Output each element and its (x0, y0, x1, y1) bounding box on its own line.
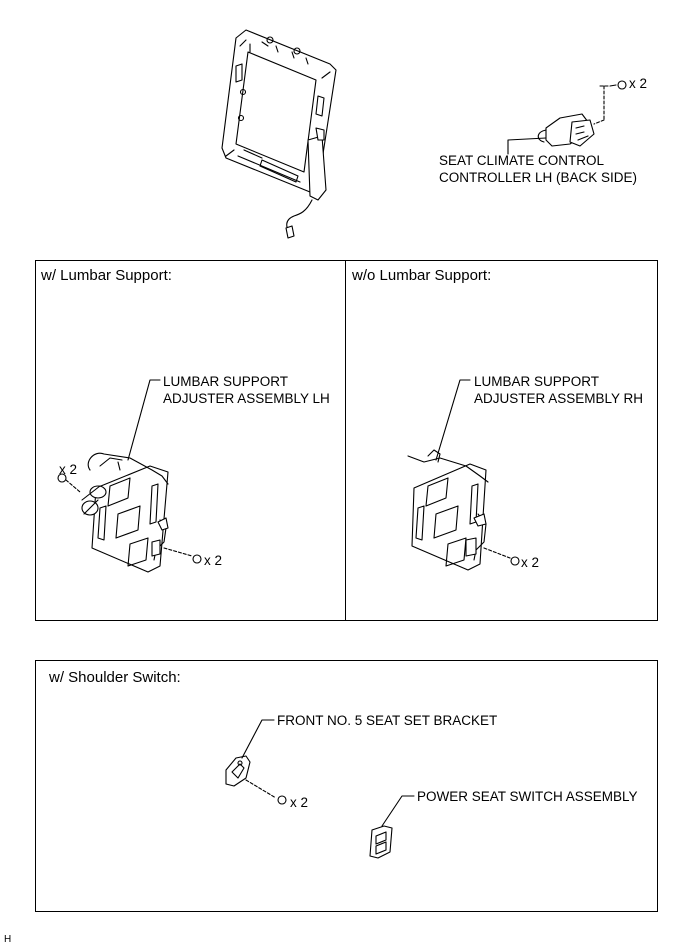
controller-screw-count: x 2 (629, 76, 648, 91)
controller-screw (609, 80, 627, 90)
bracket-label: FRONT NO. 5 SEAT SET BRACKET (277, 713, 498, 728)
lumbar-rh-title: w/o Lumbar Support: (352, 267, 492, 284)
lumbar-adjuster-rh (407, 449, 489, 571)
power-seat-switch (369, 825, 393, 859)
switch-label: POWER SEAT SWITCH ASSEMBLY (417, 789, 638, 804)
controller-label-line2: CONTROLLER LH (BACK SIDE) (439, 170, 638, 185)
lumbar-rh-screw-guide (483, 547, 511, 559)
lumbar-adjuster-lh (81, 452, 169, 573)
lumbar-rh-screw-count: x 2 (521, 555, 540, 570)
lumbar-lh-bottom-screw (192, 554, 202, 564)
bracket-screw-guide (245, 779, 277, 799)
controller-label-line1: SEAT CLIMATE CONTROL (439, 153, 605, 168)
controller-screw-guide (593, 85, 609, 125)
figure-code: H (4, 934, 12, 945)
lumbar-lh-leader-line (127, 379, 161, 461)
switch-leader-line (381, 795, 415, 827)
lumbar-rh-panel (345, 260, 658, 621)
lumbar-rh-leader-line (435, 379, 471, 461)
lumbar-lh-label-line2: ADJUSTER ASSEMBLY LH (163, 391, 330, 406)
lumbar-rh-label-line1: LUMBAR SUPPORT (474, 374, 600, 389)
shoulder-switch-title: w/ Shoulder Switch: (49, 669, 181, 686)
lumbar-lh-left-screw (57, 473, 67, 483)
lumbar-lh-label-line1: LUMBAR SUPPORT (163, 374, 289, 389)
lumbar-lh-title: w/ Lumbar Support: (41, 267, 172, 284)
seat-back-frame (221, 29, 337, 239)
lumbar-lh-left-screw-guide (65, 479, 81, 493)
shoulder-switch-panel (35, 660, 658, 912)
bracket-screw (277, 795, 287, 805)
seat-climate-controller (537, 113, 595, 147)
seat-set-bracket (225, 755, 251, 787)
bracket-screw-count: x 2 (290, 795, 309, 810)
controller-leader-line (507, 137, 547, 155)
lumbar-lh-left-screw-count: x 2 (59, 462, 78, 477)
lumbar-rh-screw (510, 556, 520, 566)
bracket-leader-line (241, 719, 275, 759)
lumbar-rh-label-line2: ADJUSTER ASSEMBLY RH (474, 391, 644, 406)
lumbar-lh-bottom-screw-guide (163, 547, 193, 557)
lumbar-lh-bottom-screw-count: x 2 (204, 553, 223, 568)
